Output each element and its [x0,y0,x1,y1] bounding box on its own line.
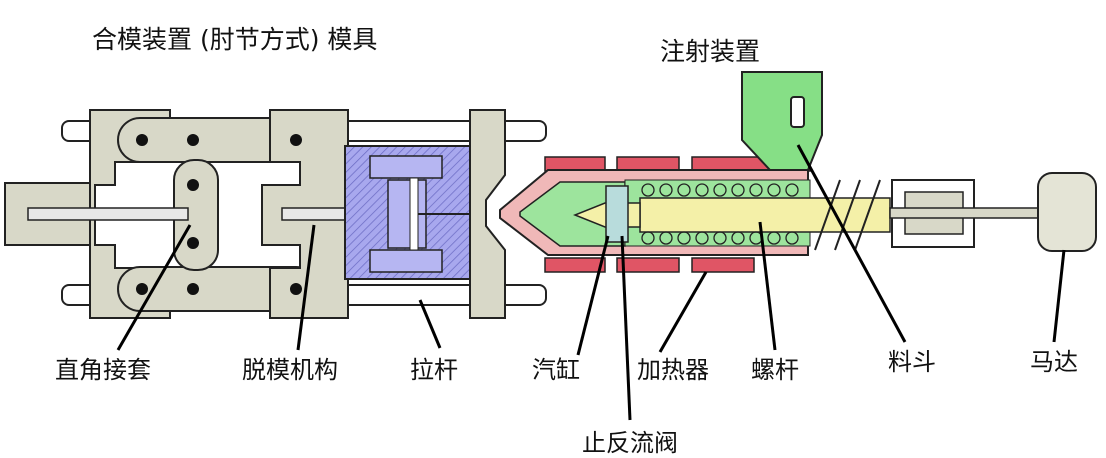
clamp-unit-title: 合模装置 (肘节方式) 模具 [92,25,378,54]
label-screw: 螺杆 [751,356,799,384]
label-cylinder: 汽缸 [532,356,580,384]
leader-lines [116,144,1066,421]
mold [344,145,473,280]
label-heater: 加热器 [637,356,709,384]
label-check-valve: 止反流阀 [582,429,678,457]
label-toggle-joint: 直角接套 [55,356,151,384]
clamping-unit [4,109,547,319]
label-tie-bar: 拉杆 [410,356,458,384]
screw-flight-coils [641,183,799,245]
motor [1037,172,1097,252]
label-motor: 马达 [1030,348,1078,376]
hopper-window [790,96,805,128]
drive-shaft [889,207,1041,219]
drive-rod [27,207,189,221]
fixed-platen [469,109,506,319]
exposed-screw-flights [814,179,881,251]
injection-unit-title: 注射装置 [660,37,761,66]
check-valve-ring [605,185,629,243]
toggle-pins [136,134,302,295]
label-hopper: 料斗 [888,348,936,376]
label-ejector: 脱模机构 [242,356,338,384]
hopper [741,71,823,171]
injection-unit [499,71,1097,273]
